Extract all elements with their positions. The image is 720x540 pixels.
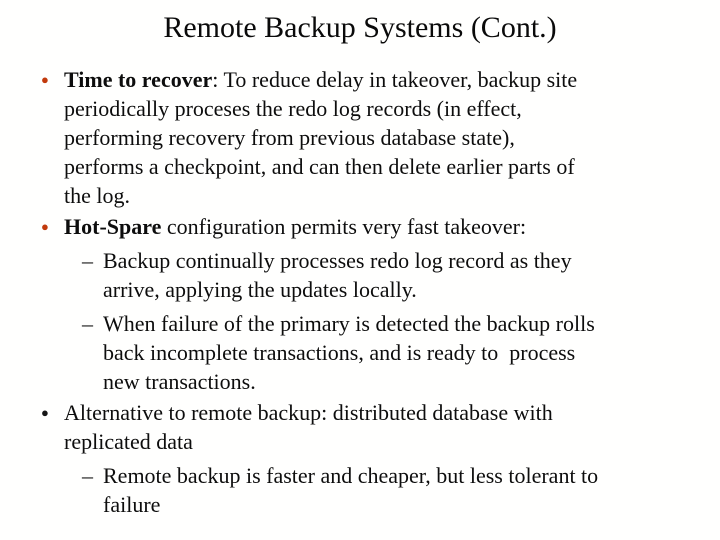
text-line: Hot-Spare configuration permits very fas… xyxy=(64,212,720,241)
bullet-item-hot-spare: ● Hot-Spare configuration permits very f… xyxy=(0,212,720,241)
text-line: new transactions. xyxy=(103,367,720,396)
text-line: Backup continually processes redo log re… xyxy=(103,246,720,275)
round-bullet-icon: ● xyxy=(41,72,49,87)
line-text: failure xyxy=(103,492,161,517)
slide-body: ● Time to recover: To reduce delay in ta… xyxy=(0,63,720,519)
line-text: Backup continually processes redo log re… xyxy=(103,248,572,273)
line-text: performs a checkpoint, and can then dele… xyxy=(64,154,575,179)
text-line: arrive, applying the updates locally. xyxy=(103,275,720,304)
text-line: back incomplete transactions, and is rea… xyxy=(103,338,720,367)
text-line: Remote backup is faster and cheaper, but… xyxy=(103,461,720,490)
text-line: performs a checkpoint, and can then dele… xyxy=(64,152,720,181)
bold-lead-in: Time to recover xyxy=(64,67,213,92)
text-line: When failure of the primary is detected … xyxy=(103,309,720,338)
line-text: the log. xyxy=(64,183,130,208)
text-line: performing recovery from previous databa… xyxy=(64,123,720,152)
text-line: failure xyxy=(103,490,720,519)
text-line: Time to recover: To reduce delay in take… xyxy=(64,65,720,94)
bullet-item-alternative: ● Alternative to remote backup: distribu… xyxy=(0,398,720,456)
bold-lead-in: Hot-Spare xyxy=(64,214,162,239)
page-title: Remote Backup Systems (Cont.) xyxy=(163,11,557,44)
text-line: Alternative to remote backup: distribute… xyxy=(64,398,720,427)
dash-bullet-icon: – xyxy=(82,248,93,273)
line-text: arrive, applying the updates locally. xyxy=(103,277,417,302)
sub-bullet-item-backup-continually: – Backup continually processes redo log … xyxy=(0,246,720,304)
line-text: new transactions. xyxy=(103,369,256,394)
dash-bullet-icon: – xyxy=(82,463,93,488)
line-text: back incomplete transactions, and is rea… xyxy=(103,340,576,365)
line-text: : To reduce delay in takeover, backup si… xyxy=(212,67,578,92)
line-text: Remote backup is faster and cheaper, but… xyxy=(103,463,599,488)
round-bullet-icon: ● xyxy=(41,219,49,234)
line-text: periodically proceses the redo log recor… xyxy=(64,96,522,121)
line-text: performing recovery from previous databa… xyxy=(64,125,515,150)
text-line: the log. xyxy=(64,181,720,210)
line-text: replicated data xyxy=(64,429,193,454)
sub-bullet-item-when-failure: – When failure of the primary is detecte… xyxy=(0,309,720,396)
bullet-item-time-to-recover: ● Time to recover: To reduce delay in ta… xyxy=(0,65,720,210)
line-text: When failure of the primary is detected … xyxy=(103,311,595,336)
text-line: periodically proceses the redo log recor… xyxy=(64,94,720,123)
round-bullet-icon: ● xyxy=(41,405,49,420)
line-text: Alternative to remote backup: distribute… xyxy=(64,400,553,425)
text-line: replicated data xyxy=(64,427,720,456)
line-text: configuration permits very fast takeover… xyxy=(161,214,527,239)
sub-bullet-item-remote-backup-faster: – Remote backup is faster and cheaper, b… xyxy=(0,461,720,519)
dash-bullet-icon: – xyxy=(82,311,93,336)
